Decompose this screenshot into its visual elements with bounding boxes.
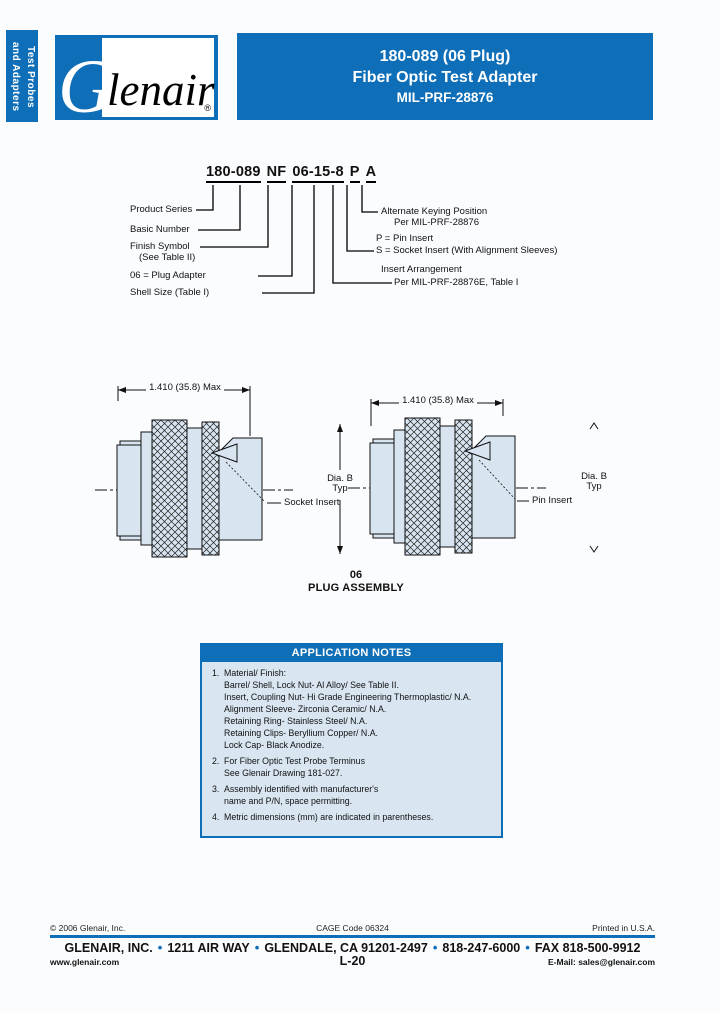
callout-alt-keying: Alternate Keying Position <box>381 206 488 217</box>
street-address: 1211 AIR WAY <box>167 941 250 955</box>
part-series-title: 180-089 (06 Plug) <box>379 48 511 65</box>
glenair-logo: G lenair ® <box>55 35 218 129</box>
page-number: L-20 <box>339 954 366 968</box>
pin-connector-drawing <box>348 399 546 556</box>
application-notes-box: APPLICATION NOTES 1. Material/ Finish: B… <box>200 643 503 838</box>
application-notes-title: APPLICATION NOTES <box>202 645 501 662</box>
callout-finish-symbol: Finish Symbol <box>130 241 190 252</box>
callout-shell-size: Shell Size (Table I) <box>130 287 210 298</box>
pn-segment-series: 180-089 <box>206 164 261 183</box>
note-number: 3. <box>212 784 220 794</box>
note-line: name and P/N, space permitting. <box>224 796 353 806</box>
pn-segment-keying: A <box>365 164 377 183</box>
dia-typ-text: Typ <box>586 481 602 492</box>
callout-pin-insert: P = Pin Insert <box>376 233 434 244</box>
leader-lines-group <box>196 185 392 294</box>
phone-number: 818-247-6000 <box>442 941 521 955</box>
note-line: Material/ Finish: <box>224 668 287 678</box>
dia-b-text: Dia. B <box>327 473 353 484</box>
cage-code: CAGE Code 06324 <box>316 923 389 933</box>
note-line: Retaining Clips- Beryllium Copper/ N.A. <box>224 728 379 738</box>
dimension-label-left: 1.410 (35.8) Max <box>149 382 221 393</box>
note-4: 4. Metric dimensions (mm) are indicated … <box>212 811 493 823</box>
note-line: Metric dimensions (mm) are indicated in … <box>224 812 434 822</box>
dia-typ-text: Typ <box>332 483 348 494</box>
note-line: Alignment Sleeve- Zirconia Ceramic/ N.A. <box>224 704 387 714</box>
callout-basic-number: Basic Number <box>130 224 190 235</box>
assembly-label: PLUG ASSEMBLY <box>308 582 404 594</box>
note-line: Barrel/ Shell, Lock Nut- Al Alloy/ See T… <box>224 680 399 690</box>
callout-alt-keying-spec: Per MIL-PRF-28876 <box>394 217 480 228</box>
socket-connector-drawing <box>95 386 293 558</box>
company-name: GLENAIR, INC. <box>64 941 153 955</box>
sidebar-tab-line2: and Adapters <box>10 42 21 112</box>
pn-segment-insert: P <box>349 164 360 183</box>
email-address: E-Mail: sales@glenair.com <box>547 957 656 967</box>
callout-leader-lines <box>196 185 392 294</box>
logo-script-text: lenair <box>107 65 215 115</box>
website-url: www.glenair.com <box>50 957 120 967</box>
callout-product-series: Product Series <box>130 204 193 215</box>
fax-number: FAX 818-500-9912 <box>534 941 641 955</box>
copyright-text: © 2006 Glenair, Inc. <box>50 923 126 933</box>
logo-white-panel <box>102 38 214 117</box>
product-title: Fiber Optic Test Adapter <box>352 69 538 86</box>
socket-insert-label: Socket Insert <box>284 497 340 508</box>
bullet-separator: • <box>157 940 163 955</box>
note-line: Lock Cap- Black Anodize. <box>224 740 325 750</box>
logo-letter-g: G <box>58 44 113 129</box>
callout-plug-adapter: 06 = Plug Adapter <box>130 270 206 281</box>
note-number: 2. <box>212 756 220 766</box>
footer-address-line: GLENAIR, INC. • 1211 AIR WAY • GLENDALE, CA … <box>50 940 655 955</box>
pn-segment-finish: NF <box>266 164 287 183</box>
connector-drawings <box>95 386 599 558</box>
application-notes-body: 1. Material/ Finish: Barrel/ Shell, Lock… <box>202 662 501 823</box>
bullet-separator: • <box>432 940 438 955</box>
printed-in: Printed in U.S.A. <box>592 923 656 933</box>
note-3: 3. Assembly identified with manufacturer… <box>212 783 493 807</box>
callout-insert-arrangement-spec: Per MIL-PRF-28876E, Table I <box>394 277 519 288</box>
bullet-separator: • <box>254 940 260 955</box>
note-line: Retaining Ring- Stainless Steel/ N.A. <box>224 716 368 726</box>
dia-b-label-right: Dia. B Typ <box>574 472 614 492</box>
pin-insert-label: Pin Insert <box>532 495 573 506</box>
note-line: For Fiber Optic Test Probe Terminus <box>224 756 365 766</box>
title-block: 180-089 (06 Plug) Fiber Optic Test Adapt… <box>237 33 653 120</box>
assembly-number: 06 <box>349 569 363 581</box>
note-line: Assembly identified with manufacturer's <box>224 784 379 794</box>
callout-insert-arrangement: Insert Arrangement <box>381 264 462 275</box>
callout-socket-insert: S = Socket Insert (With Alignment Sleeve… <box>376 245 558 256</box>
bullet-separator: • <box>525 940 530 955</box>
mil-spec-title: MIL-PRF-28876 <box>396 90 494 105</box>
note-line: See Glenair Drawing 181-027. <box>224 768 343 778</box>
sidebar-tab-line1: Test Probes <box>25 46 36 108</box>
callout-finish-symbol-sub: (See Table II) <box>139 252 196 263</box>
footer-rule <box>50 935 655 938</box>
note-2: 2. For Fiber Optic Test Probe Terminus S… <box>212 755 493 779</box>
note-line: Insert, Coupling Nut- Hi Grade Engineeri… <box>224 692 472 702</box>
footer-meta-row: © 2006 Glenair, Inc. CAGE Code 06324 Pri… <box>50 923 655 933</box>
dia-b-dimension-lines <box>337 422 599 554</box>
dimension-label-right: 1.410 (35.8) Max <box>402 395 474 406</box>
note-1: 1. Material/ Finish: Barrel/ Shell, Lock… <box>212 667 493 751</box>
registered-trademark-icon: ® <box>204 103 211 113</box>
note-number: 4. <box>212 812 220 822</box>
dia-b-text: Dia. B <box>581 471 607 482</box>
city-state-zip: GLENDALE, CA 91201-2497 <box>264 941 428 955</box>
footer-bottom-row: www.glenair.com L-20 E-Mail: sales@glena… <box>50 954 655 968</box>
dia-b-label-left: Dia. B Typ <box>320 474 360 494</box>
note-number: 1. <box>212 668 220 678</box>
pn-segment-shell: 06-15-8 <box>292 164 344 183</box>
sidebar-tab: Test Probes and Adapters <box>6 30 38 122</box>
